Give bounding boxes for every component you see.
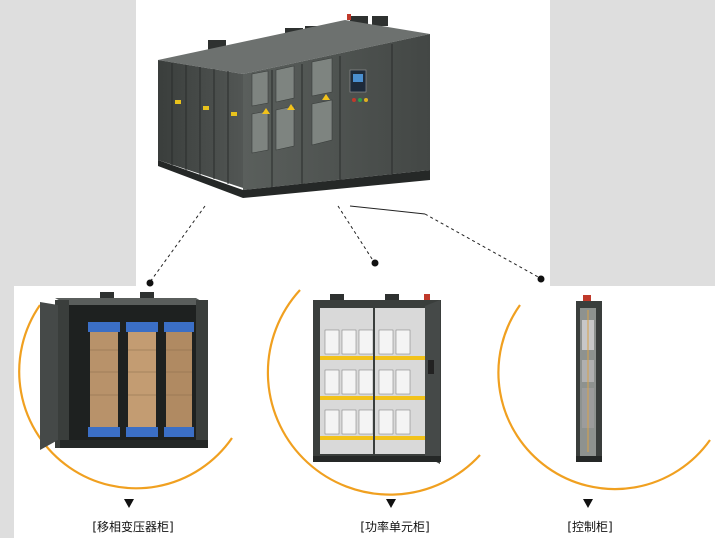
transformer-cabinet-image: [40, 292, 208, 450]
down-arrow-icon: [583, 499, 593, 508]
main-cabinet-image: [158, 14, 430, 198]
caption-control-cabinet: [控制柜]: [567, 520, 613, 534]
control-cabinet-image: [576, 295, 602, 462]
decor-arcs: [18, 289, 711, 496]
power-unit-cabinet-image: [313, 294, 441, 464]
down-arrow-icon: [386, 499, 396, 508]
connector-dot: [537, 275, 545, 283]
down-arrow-icon: [124, 499, 134, 508]
connector-dot: [146, 279, 154, 287]
connector-dot: [371, 259, 379, 267]
caption-transformer-cabinet: [移相变压器柜]: [92, 520, 174, 534]
caption-power-unit-cabinet: [功率单元柜]: [360, 520, 430, 534]
connector-lines: [149, 205, 541, 283]
